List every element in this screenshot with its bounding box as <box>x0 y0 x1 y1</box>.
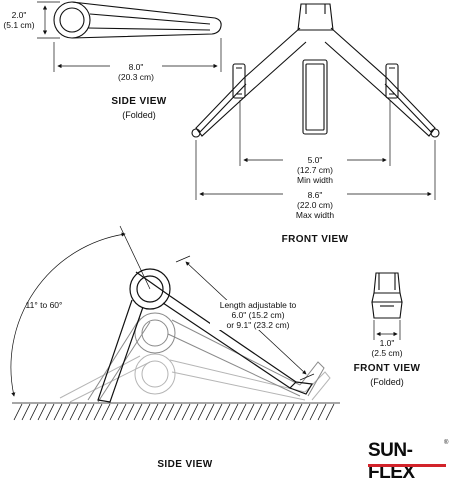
folded-stand-front-drawing <box>371 272 403 319</box>
sun-flex-logo: SUN-FLEX <box>368 440 415 483</box>
front-view-folded-title: FRONT VIEW <box>353 363 421 374</box>
folded-width-label: 1.0" (2.5 cm) <box>360 338 414 358</box>
max-width-caption: Max width <box>295 210 335 220</box>
adjustable-length-line3: or 9.1" (23.2 cm) <box>226 320 290 330</box>
folded-stand-side-drawing <box>53 1 222 39</box>
angle-arc-dimension <box>10 225 151 397</box>
side-view-folded-title: SIDE VIEW <box>111 96 167 107</box>
max-width-label: 8.6" (22.0 cm) Max width <box>283 190 347 220</box>
adjustable-length-label: Length adjustable to 6.0" (15.2 cm) or 9… <box>210 300 306 330</box>
max-width-cm: (22.0 cm) <box>297 200 333 210</box>
drawing-canvas <box>10 1 440 421</box>
folded-length-cm: (20.3 cm) <box>118 72 154 82</box>
front-view-title: FRONT VIEW <box>281 234 349 245</box>
min-width-label: 5.0" (12.7 cm) Min width <box>283 155 347 185</box>
folded-height-cm: (5.1 cm) <box>3 20 35 30</box>
folded-height-inches: 2.0" <box>11 10 27 20</box>
min-width-caption: Min width <box>297 175 333 185</box>
min-width-inches: 5.0" <box>283 155 347 165</box>
front-view-folded-subtitle: (Folded) <box>370 377 404 387</box>
min-width-cm: (12.7 cm) <box>297 165 333 175</box>
folded-width-dimension <box>373 320 401 340</box>
ground-surface <box>12 402 340 421</box>
side-view-open-title: SIDE VIEW <box>157 459 213 470</box>
adjustable-length-line1: Length adjustable to <box>219 300 297 310</box>
open-stand-front-drawing <box>191 3 440 138</box>
brand-underline <box>368 464 446 467</box>
folded-height-dimension <box>37 1 60 39</box>
folded-height-label: 2.0" (5.1 cm) <box>0 10 38 30</box>
open-stand-side-drawing <box>97 268 313 403</box>
side-view-folded-subtitle: (Folded) <box>122 110 156 120</box>
angle-range-label: 11° to 60° <box>25 300 63 310</box>
folded-width-cm: (2.5 cm) <box>371 348 403 358</box>
folded-width-inches: 1.0" <box>379 338 395 348</box>
registered-mark: ® <box>444 440 449 446</box>
folded-length-inches: 8.0" <box>128 62 144 72</box>
adjustable-length-line2: 6.0" (15.2 cm) <box>231 310 285 320</box>
max-width-inches: 8.6" <box>283 190 347 200</box>
folded-length-label: 8.0" (20.3 cm) <box>110 62 162 82</box>
